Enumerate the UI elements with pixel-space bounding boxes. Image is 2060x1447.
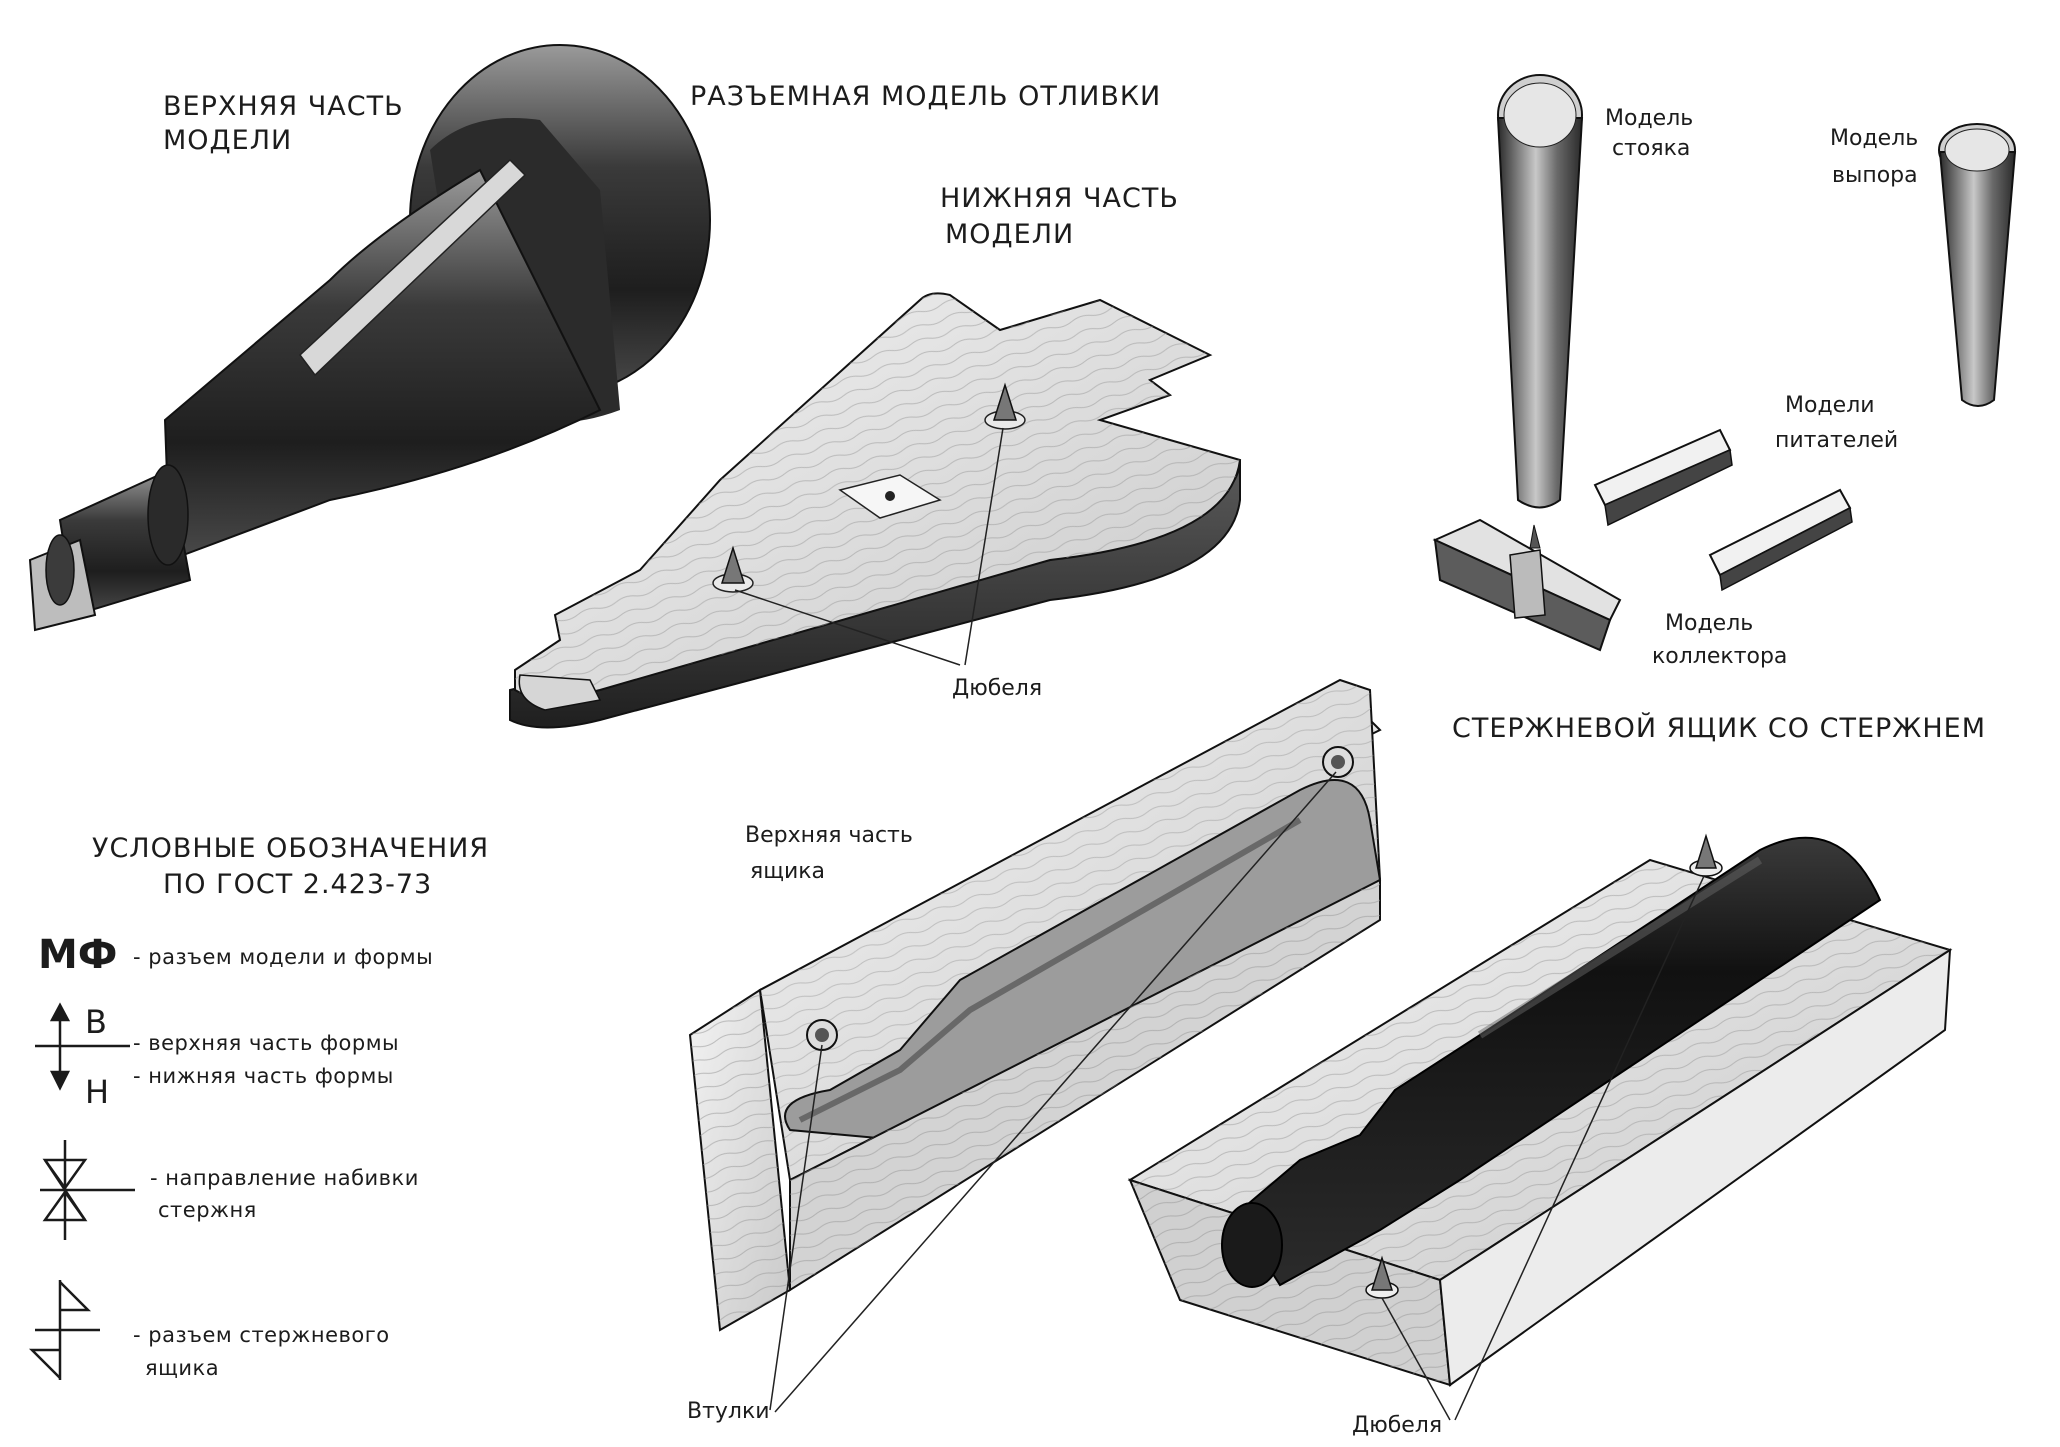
upper-lower-arrows-icon (35, 1002, 130, 1091)
upper-part-label-line2: МОДЕЛИ (163, 125, 293, 156)
legend-title-line2: ПО ГОСТ 2.423-73 (163, 869, 433, 900)
collector-model-label-line2: коллектора (1652, 644, 1788, 669)
upper-model-half (28, 44, 711, 632)
legend-upper-letter: В (85, 1003, 107, 1041)
core-box-dowel-2 (1689, 833, 1723, 877)
upper-part-label-line1: ВЕРХНЯЯ ЧАСТЬ (163, 91, 404, 122)
sprue-model-label-line2: стояка (1612, 136, 1691, 161)
legend-title-line1: УСЛОВНЫЕ ОБОЗНАЧЕНИЯ (92, 833, 490, 864)
legend-lower-text: - нижняя часть формы (133, 1064, 394, 1088)
upper-cone-body (163, 168, 602, 562)
legend-ramming-text-line2: стержня (158, 1198, 257, 1222)
riser-model-label-line2: выпора (1832, 163, 1918, 188)
feeder-models (1593, 428, 1853, 592)
riser-model-label-line1: Модель (1830, 126, 1919, 151)
upper-rib (298, 158, 527, 377)
core-dowel-leader-1 (1381, 1297, 1451, 1421)
legend-mf-text: - разъем модели и формы (133, 945, 434, 969)
dowels-label-top: Дюбеля (952, 676, 1043, 701)
bushing-leader-2 (774, 771, 1337, 1413)
dowel-leader-2 (964, 427, 1004, 666)
bushing-leader-1 (769, 1044, 823, 1411)
lower-model-dowel-left (712, 545, 754, 593)
core-box-parting-icon (28, 1280, 100, 1380)
collector-model-label-line1: Модель (1665, 611, 1754, 636)
lower-model-dowel-right (984, 382, 1026, 430)
legend-lower-letter: Н (85, 1073, 110, 1111)
feeder-models-label-line2: питателей (1775, 428, 1899, 453)
core-box-dowel-1 (1365, 1255, 1399, 1299)
legend-corebox-text-line2: ящика (145, 1356, 220, 1380)
lower-part-label-line1: НИЖНЯЯ ЧАСТЬ (940, 183, 1179, 214)
core-dowel-leader-2 (1454, 875, 1705, 1421)
legend-symbols (28, 1002, 135, 1380)
dowels-label-bottom: Дюбеля (1352, 1413, 1443, 1438)
box-upper-label-line1: Верхняя часть (745, 823, 913, 848)
legend-ramming-text-line1: - направление набивки (150, 1166, 419, 1190)
legend-mf-symbol: МФ (38, 932, 118, 978)
lower-part-label-line2: МОДЕЛИ (945, 219, 1075, 250)
box-upper-label-line2: ящика (750, 859, 826, 884)
core-box-title: СТЕРЖНЕВОЙ ЯЩИК СО СТЕРЖНЕМ (1452, 713, 1987, 744)
dowel-leader-1 (734, 589, 961, 666)
main-title: РАЗЪЕМНАЯ МОДЕЛЬ ОТЛИВКИ (690, 81, 1162, 112)
legend-upper-text: - верхняя часть формы (133, 1031, 400, 1055)
ramming-direction-icon (40, 1140, 135, 1240)
sprue-model (1496, 74, 1584, 509)
bushings-label: Втулки (687, 1399, 770, 1424)
lower-model-half (509, 292, 1242, 729)
sprue-model-label-line1: Модель (1605, 106, 1694, 131)
core-box-upper (688, 678, 1382, 1413)
feeder-models-label-line1: Модели (1785, 393, 1875, 418)
collector-model (1432, 518, 1622, 652)
legend-corebox-text-line1: - разъем стержневого (133, 1323, 390, 1347)
core-box-lower (1127, 833, 1953, 1421)
riser-model (1938, 123, 2017, 407)
